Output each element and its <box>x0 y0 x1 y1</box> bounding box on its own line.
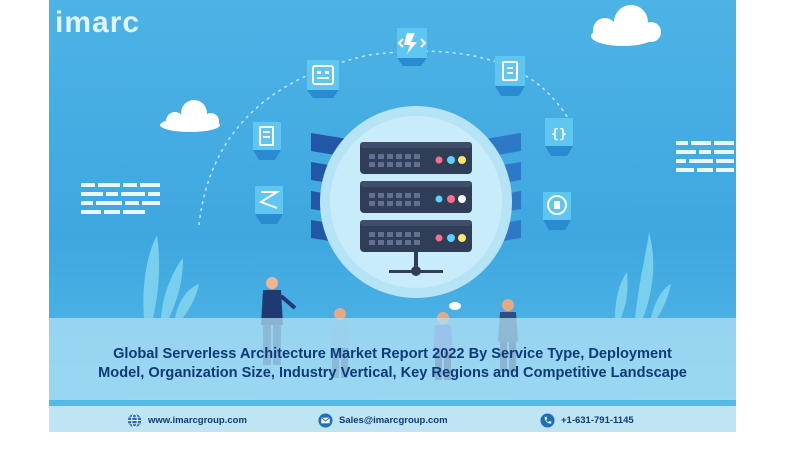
report-title-line-2: Model, Organization Size, Industry Verti… <box>98 365 687 381</box>
server-unit <box>360 142 472 174</box>
document-stack-icon <box>253 122 281 160</box>
plant-left <box>143 235 199 318</box>
data-flow-icon <box>255 186 283 224</box>
title-band <box>49 318 736 400</box>
phone-icon <box>540 412 555 428</box>
server-unit <box>360 181 472 213</box>
hero-banner: {} <box>49 0 736 432</box>
server-rack <box>360 142 472 276</box>
lightning-code-icon <box>397 28 427 66</box>
envelope-icon <box>318 412 333 428</box>
cloud-icon <box>591 5 661 46</box>
file-icon <box>543 192 571 230</box>
server-unit <box>360 220 472 252</box>
grid-app-icon <box>307 60 339 98</box>
code-lines-right <box>676 141 734 172</box>
website-text[interactable]: www.imarcgroup.com <box>148 414 247 426</box>
report-title-line-1: Global Serverless Architecture Market Re… <box>113 346 672 362</box>
phone-text[interactable]: +1-631-791-1145 <box>561 414 634 426</box>
contact-footer <box>49 406 736 432</box>
orbit-arc <box>198 50 570 226</box>
globe-icon <box>127 412 142 428</box>
function-icon <box>495 56 525 96</box>
api-braces-icon: {} <box>545 118 573 156</box>
cloud-icon <box>160 100 220 132</box>
plant-right <box>615 232 671 318</box>
imarc-logo: imarc <box>55 6 141 39</box>
phone-contact[interactable]: +1-631-791-1145 <box>540 411 634 429</box>
email-text[interactable]: Sales@imarcgroup.com <box>339 414 448 426</box>
svg-text:{}: {} <box>551 127 567 142</box>
email-contact[interactable]: Sales@imarcgroup.com <box>318 411 448 429</box>
website-contact[interactable]: www.imarcgroup.com <box>127 411 247 429</box>
code-lines-left <box>81 183 160 214</box>
report-title: Global Serverless Architecture Market Re… <box>67 345 718 383</box>
